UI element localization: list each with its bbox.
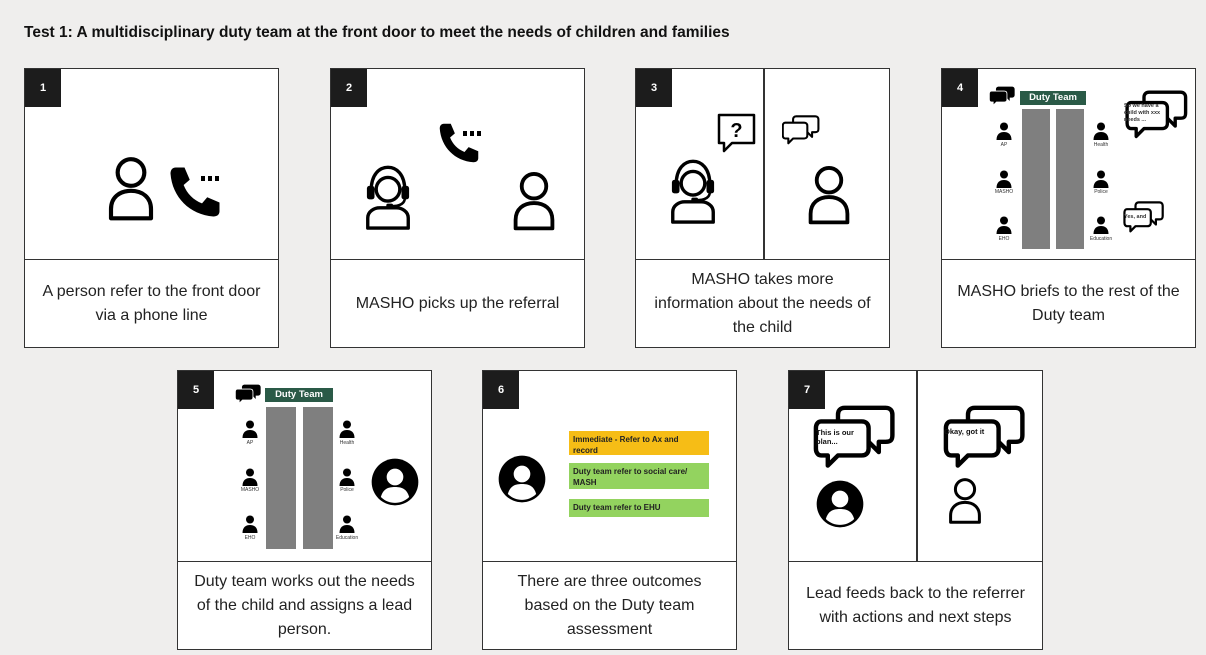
step-illustration	[25, 69, 278, 260]
headset-person-icon	[666, 155, 720, 225]
step-caption: MASHO takes more information about the n…	[654, 271, 871, 336]
role-label: Health	[1093, 142, 1109, 148]
step-number: 2	[331, 69, 367, 107]
phone-icon	[167, 164, 223, 220]
outcome-ehu: Duty team refer to EHU	[569, 499, 709, 517]
step-card-2: 2 MASHO picks up the referral	[330, 68, 585, 348]
person-solid-icon	[240, 514, 260, 534]
step-card-6: 6 Immediate - Refer to Ax and record Dut…	[482, 370, 737, 650]
step-number: 4	[942, 69, 978, 107]
person-solid-icon	[240, 419, 260, 439]
role-label: EHO	[998, 236, 1010, 242]
phone-dots	[201, 176, 219, 181]
question-mark: ?	[730, 120, 742, 142]
person-icon	[106, 154, 156, 221]
person-solid-icon	[994, 169, 1014, 189]
avatar-circle-icon	[370, 457, 420, 507]
step-number: 6	[483, 371, 519, 409]
step-number: 5	[178, 371, 214, 409]
step-card-4: 4 Duty Team AP MASHO EHO Health Police E…	[941, 68, 1196, 348]
person-icon	[806, 163, 852, 225]
step-card-5: 5 Duty Team AP MASHO EHO Health Police E…	[177, 370, 432, 650]
person-solid-icon	[337, 467, 357, 487]
step-caption: A person refer to the front door via a p…	[42, 283, 261, 324]
step-card-1: 1 A person refer to the front door via a…	[24, 68, 279, 348]
bubble-text: This is our plan...	[816, 428, 854, 446]
step-number: 7	[789, 371, 825, 409]
phone-icon	[437, 121, 481, 165]
question-bubble-icon: ?	[717, 113, 756, 153]
duty-table-left	[1022, 109, 1050, 249]
step-card-3: 3 ? MASHO takes more information about t…	[635, 68, 890, 348]
role-label: Police	[1094, 189, 1108, 195]
role-label: Education	[335, 535, 359, 541]
person-icon	[947, 475, 983, 525]
step-caption: There are three outcomes based on the Du…	[517, 573, 702, 638]
duty-table-right	[1056, 109, 1084, 249]
person-solid-icon	[994, 121, 1014, 141]
step-caption: Lead feeds back to the referrer with act…	[806, 585, 1025, 626]
role-label: MASHO	[240, 487, 260, 493]
person-solid-icon	[337, 514, 357, 534]
phone-dots	[463, 131, 481, 136]
role-label: EHO	[244, 535, 256, 541]
role-label: AP	[1000, 142, 1008, 148]
chat-bubbles-icon	[988, 85, 1016, 107]
outcome-immediate: Immediate - Refer to Ax and record	[569, 431, 709, 455]
panel-divider	[763, 69, 765, 259]
step-card-7: 7 This is our plan... Okay, got it Lead …	[788, 370, 1043, 650]
role-label: MASHO	[994, 189, 1014, 195]
panel-divider	[916, 371, 918, 561]
role-label: Education	[1089, 236, 1113, 242]
step-illustration: Duty Team AP MASHO EHO Health Police Edu…	[942, 69, 1195, 260]
person-solid-icon	[1091, 169, 1111, 189]
step-caption: Duty team works out the needs of the chi…	[194, 573, 415, 638]
role-label: Police	[340, 487, 354, 493]
headset-person-icon	[361, 161, 415, 231]
avatar-circle-icon	[497, 454, 547, 504]
duty-team-label: Duty Team	[265, 388, 333, 402]
avatar-circle-icon	[815, 479, 865, 529]
page-title: Test 1: A multidisciplinary duty team at…	[24, 24, 730, 41]
person-solid-icon	[1091, 121, 1111, 141]
duty-table-right	[303, 407, 333, 549]
person-solid-icon	[1091, 215, 1111, 235]
step-number: 1	[25, 69, 61, 107]
bubble-text: Okay, got it	[944, 427, 985, 436]
role-label: Health	[339, 440, 355, 446]
person-solid-icon	[994, 215, 1014, 235]
role-label: AP	[246, 440, 254, 446]
person-icon	[511, 169, 557, 231]
step-illustration	[331, 69, 584, 260]
step-caption: MASHO picks up the referral	[355, 295, 560, 312]
step-number: 3	[636, 69, 672, 107]
duty-team-label: Duty Team	[1020, 91, 1086, 105]
duty-table-left	[266, 407, 296, 549]
step-illustration: Duty Team AP MASHO EHO Health Police Edu…	[178, 371, 431, 562]
step-illustration: This is our plan... Okay, got it	[789, 371, 1042, 562]
bubble-text: So we have a child with xxx needs ...	[1124, 103, 1161, 123]
chat-bubbles-icon	[782, 113, 820, 145]
person-solid-icon	[240, 467, 260, 487]
bubble-text: Yes, and	[1124, 214, 1147, 220]
chat-bubbles-icon	[234, 383, 262, 405]
step-caption: MASHO briefs to the rest of the Duty tea…	[957, 283, 1180, 324]
step-illustration: ?	[636, 69, 889, 260]
person-solid-icon	[337, 419, 357, 439]
step-illustration: Immediate - Refer to Ax and record Duty …	[483, 371, 736, 562]
outcome-social-care: Duty team refer to social care/ MASH	[569, 463, 709, 489]
